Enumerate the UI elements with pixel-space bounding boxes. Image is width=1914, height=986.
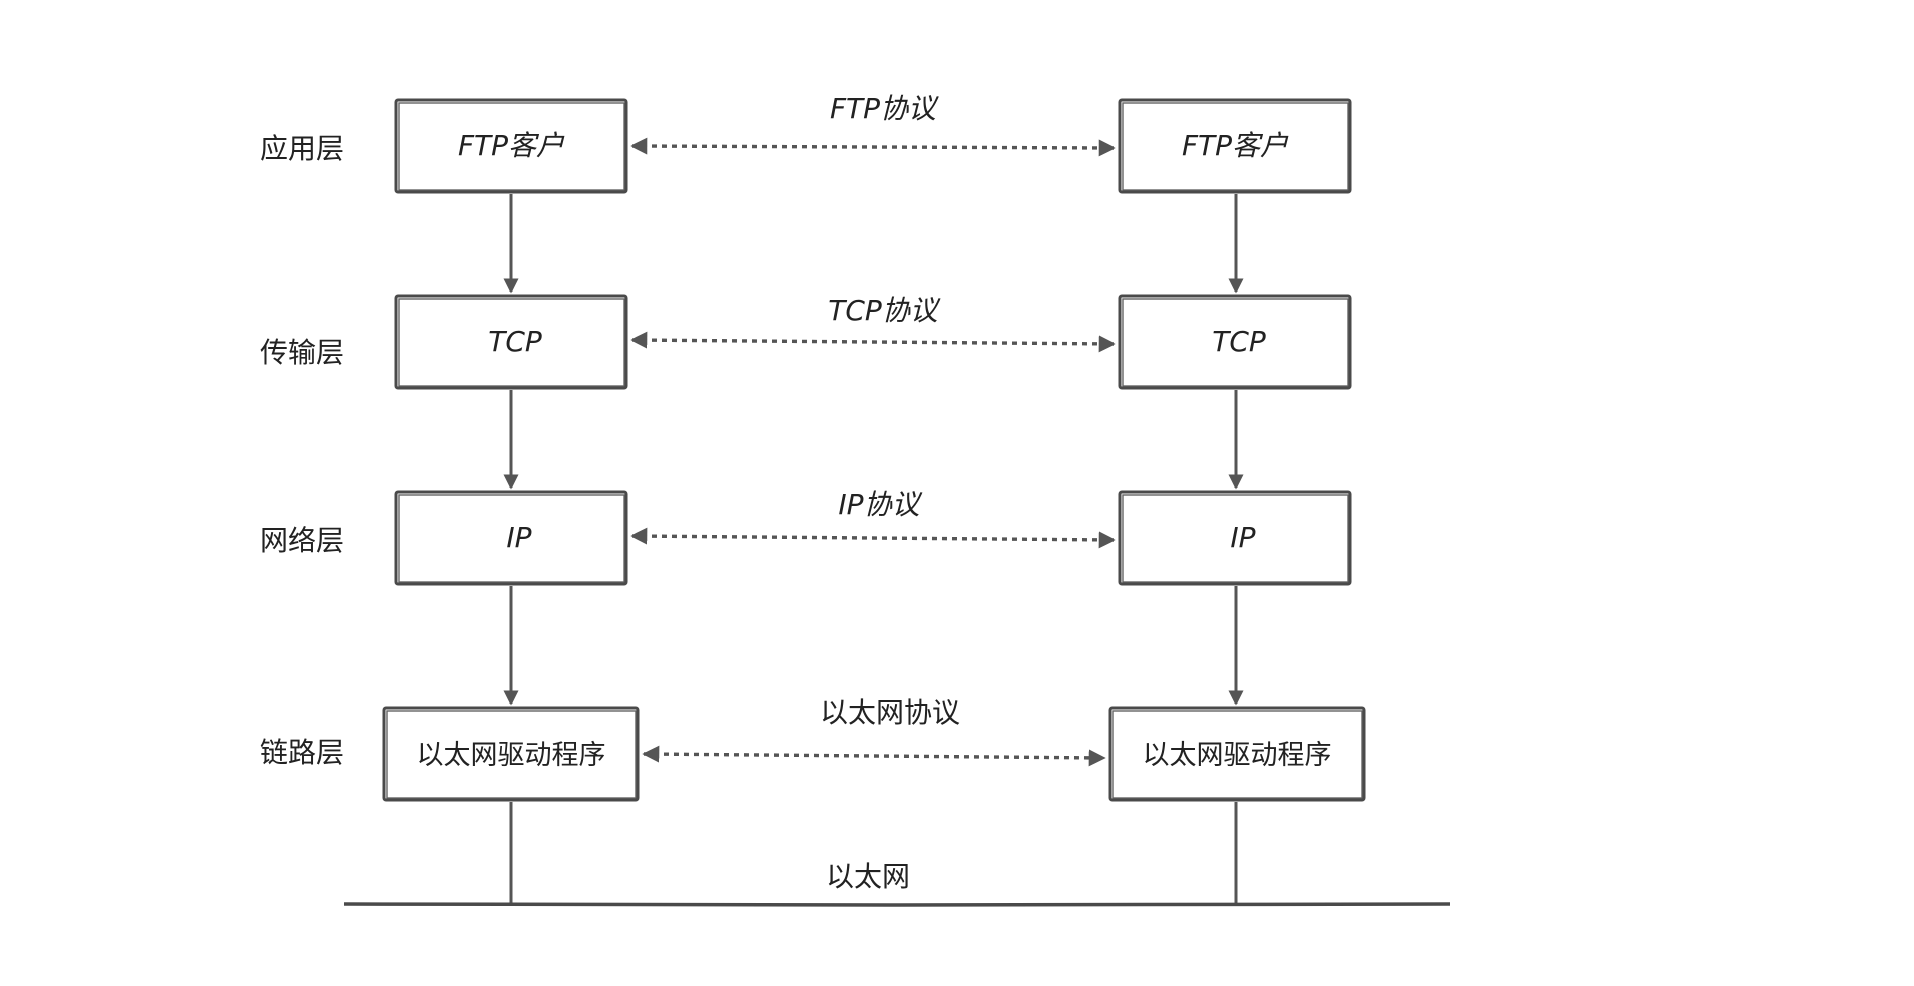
svg-text:TCP: TCP bbox=[488, 325, 542, 358]
ethernet-bus-label: 以太网 bbox=[826, 860, 910, 893]
layer-label-link: 链路层 bbox=[260, 736, 344, 769]
box-right-ftp-client: FTP客户 bbox=[1118, 98, 1352, 194]
box-left-ftp-client: FTP客户 bbox=[394, 98, 628, 194]
protocol-arrow-ftp bbox=[630, 137, 1116, 157]
box-left-ethernet-driver: 以太网驱动程序 bbox=[382, 706, 640, 802]
box-right-tcp: TCP bbox=[1118, 294, 1352, 390]
svg-text:FTP客户: FTP客户 bbox=[458, 129, 565, 162]
ethernet-bus-line bbox=[343, 902, 1451, 907]
svg-text:IP: IP bbox=[1230, 521, 1255, 554]
protocol-arrow-ip bbox=[630, 527, 1116, 549]
protocol-label-ftp: FTP协议 bbox=[830, 92, 939, 125]
layer-label-application: 应用层 bbox=[260, 132, 344, 165]
protocol-arrow-tcp bbox=[630, 331, 1116, 353]
svg-text:IP: IP bbox=[506, 521, 531, 554]
box-right-ethernet-driver: 以太网驱动程序 bbox=[1108, 706, 1366, 802]
protocol-label-ethernet: 以太网协议 bbox=[820, 696, 960, 729]
svg-text:以太网驱动程序: 以太网驱动程序 bbox=[417, 740, 606, 771]
svg-text:FTP客户: FTP客户 bbox=[1182, 129, 1289, 162]
box-right-ip: IP bbox=[1118, 490, 1352, 586]
box-left-ip: IP bbox=[394, 490, 628, 586]
box-left-tcp: TCP bbox=[394, 294, 628, 390]
protocol-arrow-ethernet bbox=[642, 745, 1106, 767]
svg-text:以太网驱动程序: 以太网驱动程序 bbox=[1143, 740, 1332, 771]
svg-text:TCP: TCP bbox=[1212, 325, 1266, 358]
layer-label-network: 网络层 bbox=[260, 524, 344, 557]
protocol-label-ip: IP协议 bbox=[838, 488, 922, 521]
layer-label-transport: 传输层 bbox=[260, 336, 344, 369]
protocol-label-tcp: TCP协议 bbox=[828, 294, 941, 327]
